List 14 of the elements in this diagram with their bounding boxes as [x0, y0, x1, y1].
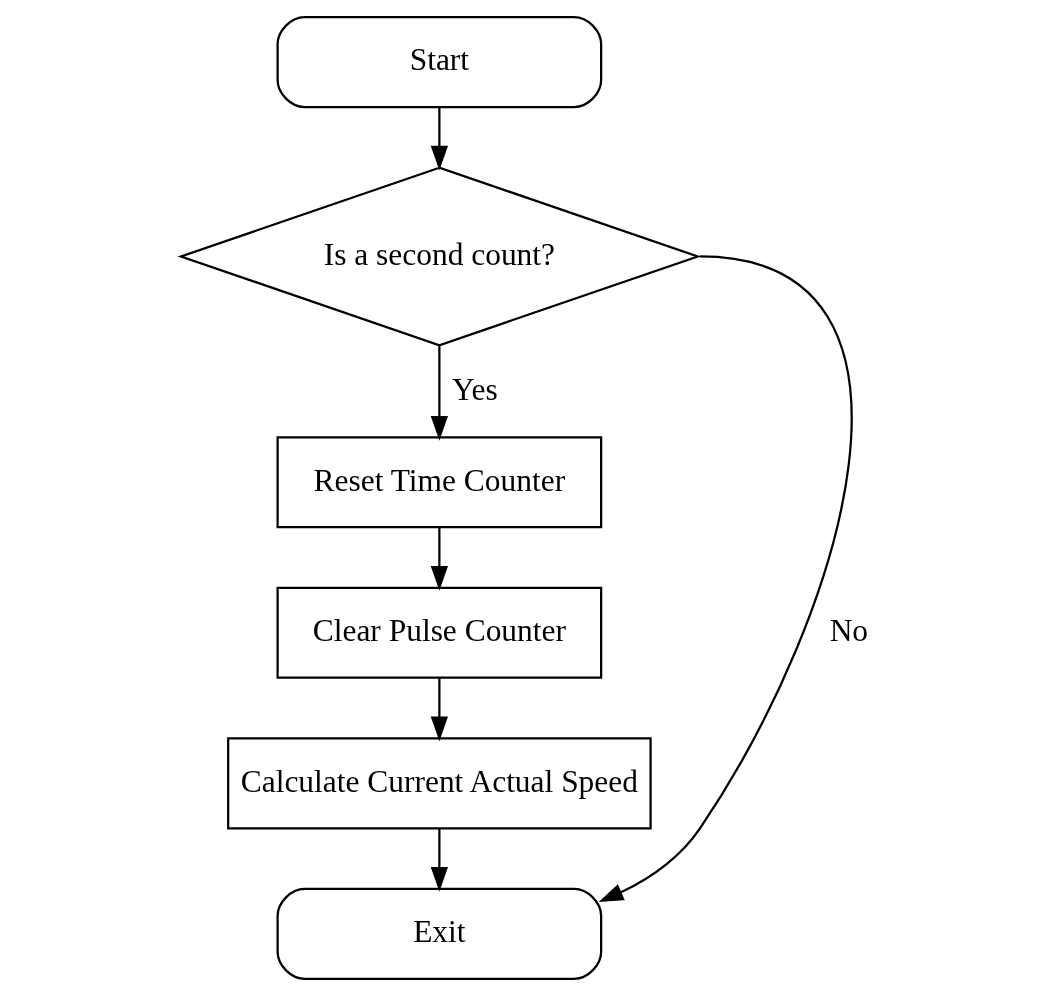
arrow	[430, 678, 449, 742]
node-box: Clear Pulse Counter	[276, 586, 603, 679]
edge-label: Yes	[451, 371, 498, 407]
arrow	[598, 255, 853, 903]
node-box: Start	[276, 16, 603, 109]
node-box: Calculate Current Actual Speed	[227, 737, 652, 830]
arrow	[430, 527, 449, 591]
arrow	[430, 107, 449, 171]
node-box: Exit	[276, 887, 603, 980]
edge-label: No	[829, 613, 869, 649]
node-diamond: Is a second count?	[177, 166, 702, 347]
node-box: Reset Time Counter	[276, 436, 603, 529]
arrow	[430, 828, 449, 892]
arrow	[430, 345, 449, 441]
